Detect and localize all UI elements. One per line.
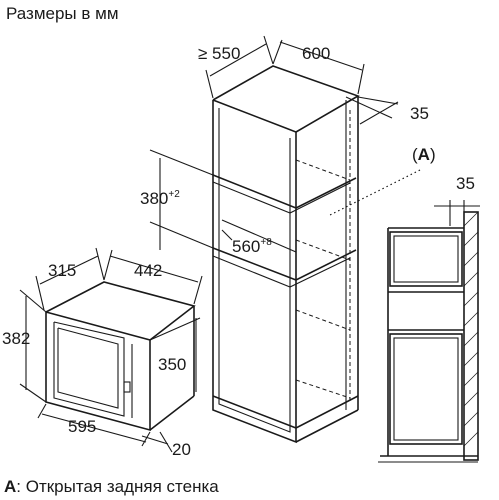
microwave-front-label: 20 <box>172 440 191 459</box>
niche-height-label: 380+2 <box>140 189 180 208</box>
side-gap-label: 35 <box>456 174 475 193</box>
callout-leader-line <box>329 169 421 216</box>
legend-note: A: Открытая задняя стенка <box>4 477 219 496</box>
cabinet-depth-label: ≥ 550 <box>198 44 240 63</box>
microwave-height-label: 382 <box>2 329 30 348</box>
side-section-view <box>378 200 480 463</box>
page-title: Размеры в мм <box>6 4 119 23</box>
cabinet-dimension-lines <box>149 35 399 253</box>
microwave-depth-label: 315 <box>48 261 76 280</box>
niche-width-label: 560+8 <box>232 237 272 256</box>
microwave-top-width-label: 442 <box>134 261 162 280</box>
back-gap-label: 35 <box>410 104 429 123</box>
cabinet-width-label: 600 <box>302 44 330 63</box>
tall-cabinet <box>212 65 360 444</box>
microwave-dimension-lines <box>19 247 203 453</box>
microwave-width-label: 595 <box>68 417 96 436</box>
open-back-callout: (A) <box>412 145 436 164</box>
microwave-inner-height-label: 350 <box>158 355 186 374</box>
